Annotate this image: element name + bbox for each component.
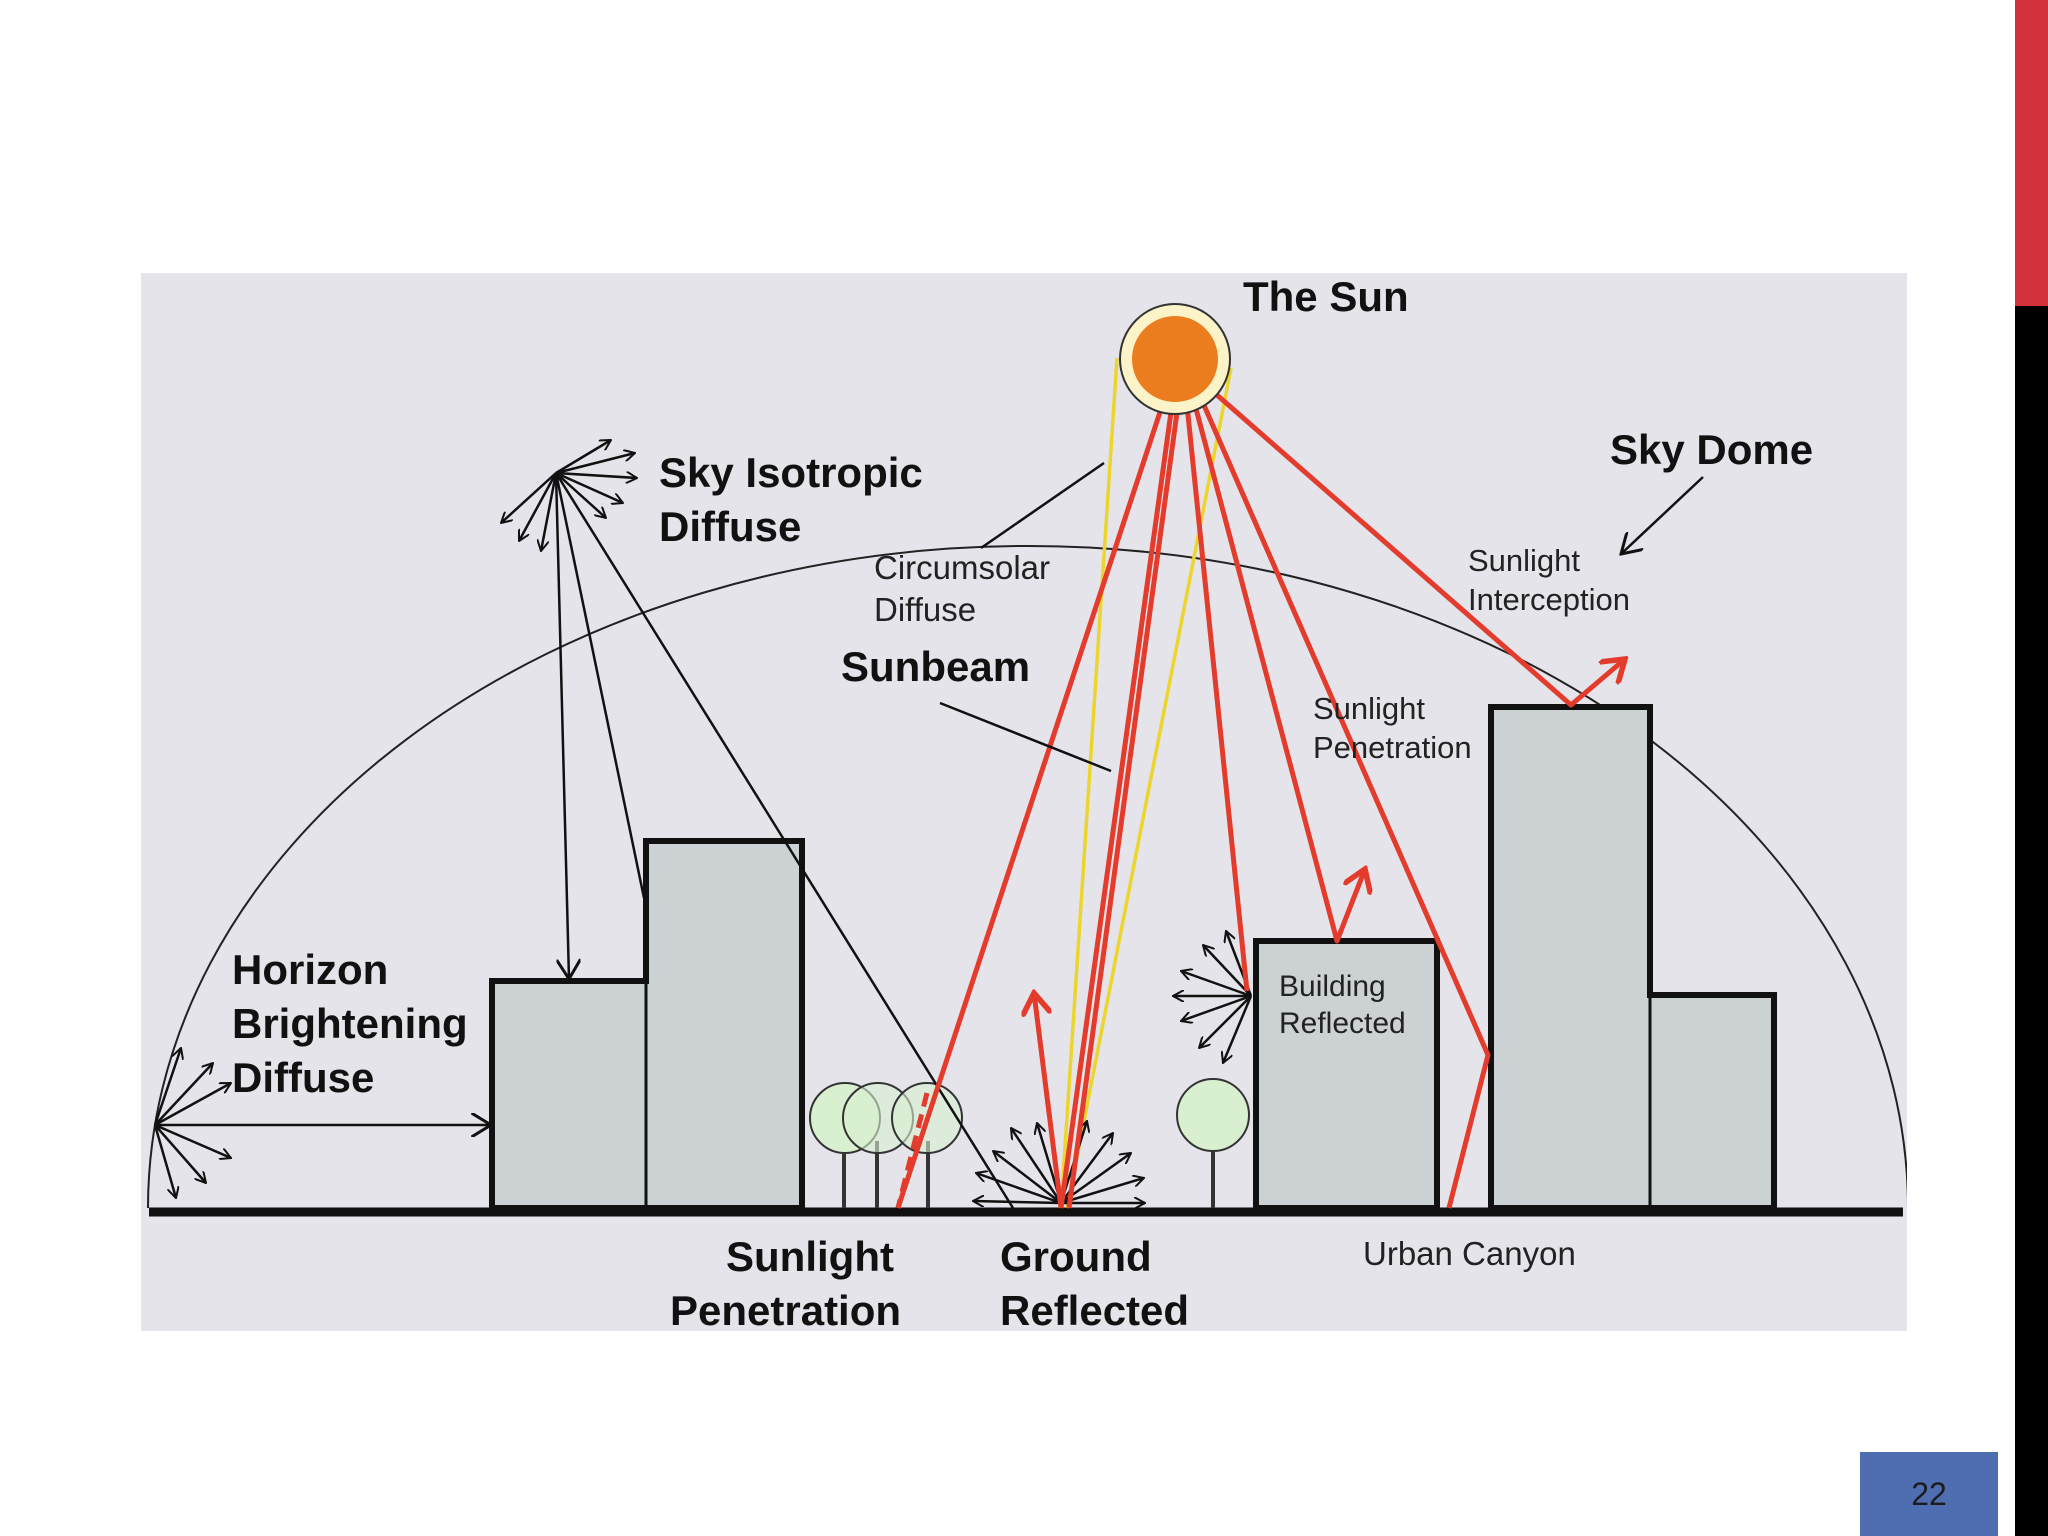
tree-right: [1176, 1078, 1250, 1208]
label-sky-isotropic-line2: Diffuse: [659, 503, 801, 550]
label-building-reflected-line1: Building: [1279, 970, 1386, 1003]
label-ground-reflected-line1: Ground: [1000, 1233, 1152, 1280]
label-horizon-line3: Diffuse: [232, 1054, 374, 1101]
sunlight-penetration-dashed: [895, 1092, 930, 1209]
sunbeam-rays: [895, 393, 1625, 1209]
label-ground-reflected-line2: Reflected: [1000, 1287, 1189, 1331]
label-sunlight-penetration-right-line1: Sunlight: [1313, 691, 1425, 726]
page-number-box: 22: [1860, 1452, 1998, 1536]
sky-dome-arc: [147, 545, 1907, 1209]
label-circumsolar-line2: Diffuse: [874, 591, 976, 628]
accent-side-bar: [2015, 0, 2048, 1536]
building-reflected-fan: [1173, 931, 1253, 1063]
label-urban-canyon: Urban Canyon: [1363, 1235, 1576, 1272]
label-sunlight-interception-line1: Sunlight: [1468, 543, 1580, 578]
label-sunlight-penetration-bottom-line1: Sunlight: [726, 1233, 894, 1280]
sun: [1119, 303, 1231, 415]
label-sunlight-interception-line2: Interception: [1468, 582, 1630, 617]
building-right: [1488, 704, 1777, 1211]
label-building-reflected-line2: Reflected: [1279, 1007, 1406, 1040]
horizon-diffuse-arrows: [153, 1048, 491, 1198]
building-middle: [1253, 938, 1440, 1211]
label-horizon-line2: Brightening: [232, 1000, 468, 1047]
label-sunlight-penetration-right-line2: Penetration: [1313, 730, 1472, 765]
building-left: [489, 838, 805, 1211]
accent-bar-black: [2015, 306, 2048, 1536]
label-sunlight-penetration-bottom-line2: Penetration: [670, 1287, 901, 1331]
circumsolar-rays: [1059, 357, 1233, 1209]
label-the-sun: The Sun: [1243, 273, 1409, 320]
page-number: 22: [1911, 1475, 1947, 1512]
label-sky-dome: Sky Dome: [1610, 426, 1813, 473]
label-sunbeam: Sunbeam: [841, 643, 1030, 690]
leader-lines: [939, 461, 1704, 773]
label-sky-isotropic-line1: Sky Isotropic: [659, 449, 923, 496]
label-circumsolar-line1: Circumsolar: [874, 549, 1050, 586]
label-horizon-line1: Horizon: [232, 946, 388, 993]
solar-radiation-diagram: The Sun Sky Dome Sky Isotropic Diffuse C…: [141, 273, 1907, 1331]
accent-bar-red: [2015, 0, 2048, 306]
